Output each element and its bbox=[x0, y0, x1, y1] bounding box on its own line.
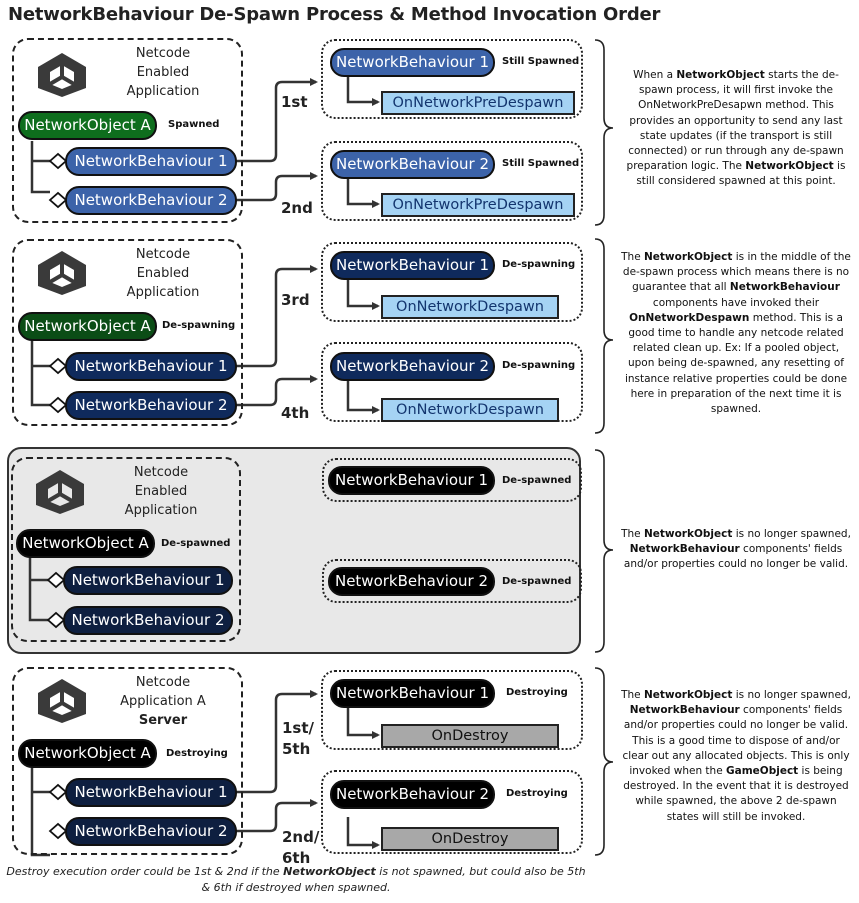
target-behaviour-pill: NetworkBehaviour 1 bbox=[330, 679, 495, 708]
network-object-pill: NetworkObject A bbox=[18, 312, 157, 341]
unity-logo-icon bbox=[38, 251, 86, 295]
network-behaviour-pill: NetworkBehaviour 2 bbox=[65, 186, 237, 215]
method-box: OnNetworkPreDespawn bbox=[381, 91, 575, 115]
target-container bbox=[322, 458, 582, 502]
arrow-2nd bbox=[236, 172, 318, 202]
brace bbox=[594, 667, 614, 856]
network-object-pill: NetworkObject A bbox=[18, 111, 157, 140]
target-state-label: De-spawning bbox=[502, 360, 576, 371]
app-label: Netcode Enabled Application bbox=[126, 247, 200, 300]
target-behaviour-pill: NetworkBehaviour 1 bbox=[330, 48, 495, 77]
object-state-label: De-spawned bbox=[161, 538, 231, 549]
unity-logo-icon bbox=[38, 679, 86, 723]
diagram-title: NetworkBehaviour De-Spawn Process & Meth… bbox=[8, 4, 661, 25]
arrow-2nd-6th bbox=[236, 799, 318, 833]
order-label: 2nd/ 6th bbox=[282, 828, 320, 867]
brace bbox=[594, 39, 614, 226]
app-container bbox=[11, 457, 241, 642]
unity-logo-icon bbox=[36, 470, 84, 514]
method-box: OnNetworkDespawn bbox=[381, 398, 559, 422]
target-behaviour-pill: NetworkBehaviour 2 bbox=[328, 567, 495, 596]
target-state-label: Destroying bbox=[506, 687, 568, 698]
app-container bbox=[12, 239, 243, 426]
network-behaviour-pill: NetworkBehaviour 1 bbox=[65, 778, 237, 807]
order-label: 1st bbox=[281, 93, 308, 111]
brace bbox=[594, 449, 614, 653]
section-description: The NetworkObject is no longer spawned, … bbox=[621, 528, 851, 571]
app-container bbox=[12, 667, 243, 855]
order-label: 4th bbox=[281, 404, 310, 422]
network-behaviour-pill: NetworkBehaviour 1 bbox=[65, 147, 237, 176]
arrow-1st-5th bbox=[236, 690, 318, 794]
network-object-pill: NetworkObject A bbox=[16, 529, 155, 558]
network-behaviour-pill: NetworkBehaviour 1 bbox=[65, 352, 237, 381]
target-state-label: De-spawned bbox=[502, 475, 572, 486]
section-description: The NetworkObject is no longer spawned, … bbox=[621, 689, 851, 823]
target-container bbox=[321, 141, 583, 221]
target-state-label: De-spawned bbox=[502, 576, 572, 587]
target-state-label: Destroying bbox=[506, 788, 568, 799]
target-behaviour-pill: NetworkBehaviour 2 bbox=[330, 352, 495, 381]
method-connector bbox=[346, 176, 380, 208]
target-state-label: Still Spawned bbox=[502, 158, 580, 169]
network-behaviour-pill: NetworkBehaviour 2 bbox=[65, 817, 237, 846]
target-behaviour-pill: NetworkBehaviour 2 bbox=[330, 150, 495, 179]
order-label: 1st/ 5th bbox=[282, 719, 315, 758]
method-box: OnDestroy bbox=[381, 827, 559, 851]
order-label: 2nd bbox=[281, 199, 313, 217]
target-behaviour-pill: NetworkBehaviour 1 bbox=[328, 466, 495, 495]
arrow-4th bbox=[236, 375, 318, 407]
method-box: OnDestroy bbox=[381, 724, 559, 748]
app-label: Netcode Enabled Application bbox=[126, 46, 200, 99]
tree-branch bbox=[30, 141, 50, 194]
method-box: OnNetworkDespawn bbox=[381, 295, 559, 319]
target-behaviour-pill: NetworkBehaviour 2 bbox=[330, 780, 495, 809]
object-state-label: Spawned bbox=[168, 119, 220, 130]
app-label: Netcode Enabled Application bbox=[124, 465, 198, 518]
target-state-label: Still Spawned bbox=[502, 56, 580, 67]
target-container bbox=[321, 770, 583, 854]
method-box: OnNetworkPreDespawn bbox=[381, 193, 575, 217]
unity-logo-icon bbox=[38, 53, 86, 97]
arrow-3rd bbox=[236, 265, 318, 368]
order-label: 3rd bbox=[281, 291, 310, 309]
target-behaviour-pill: NetworkBehaviour 1 bbox=[330, 251, 495, 280]
app-container bbox=[12, 38, 243, 223]
arrow-1st bbox=[236, 78, 318, 163]
brace bbox=[594, 238, 614, 434]
network-behaviour-pill: NetworkBehaviour 2 bbox=[65, 391, 237, 420]
target-state-label: De-spawning bbox=[502, 259, 576, 270]
section-description: When a NetworkObject starts the de-spawn… bbox=[626, 69, 846, 188]
network-behaviour-pill: NetworkBehaviour 2 bbox=[63, 606, 233, 635]
target-container bbox=[321, 242, 583, 322]
target-container bbox=[321, 39, 583, 119]
object-state-label: Destroying bbox=[166, 748, 228, 759]
method-connector bbox=[346, 76, 380, 106]
footer-note: Destroy execution order could be 1st & 2… bbox=[6, 865, 586, 894]
section-description: The NetworkObject is in the middle of th… bbox=[621, 251, 851, 416]
app-label: Netcode Application A Server bbox=[120, 675, 206, 728]
target-container bbox=[321, 670, 583, 750]
object-state-label: De-spawning bbox=[162, 320, 236, 331]
network-object-pill: NetworkObject A bbox=[18, 739, 157, 768]
network-behaviour-pill: NetworkBehaviour 1 bbox=[63, 566, 233, 595]
target-container bbox=[322, 559, 582, 603]
